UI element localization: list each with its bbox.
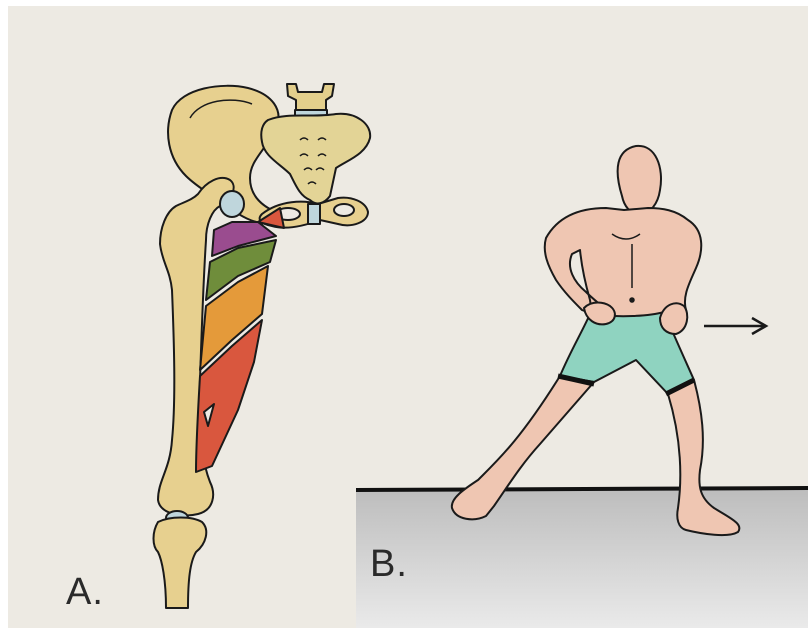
pubic-symphysis <box>308 204 320 224</box>
femoral-head <box>220 191 244 217</box>
obturator-foramen-right <box>334 204 354 216</box>
floor <box>356 490 808 628</box>
panel-a-label: A. <box>66 571 104 613</box>
floor-line <box>356 488 808 490</box>
panel-b-label: B. <box>370 543 408 585</box>
head <box>618 146 661 214</box>
navel <box>630 298 634 302</box>
